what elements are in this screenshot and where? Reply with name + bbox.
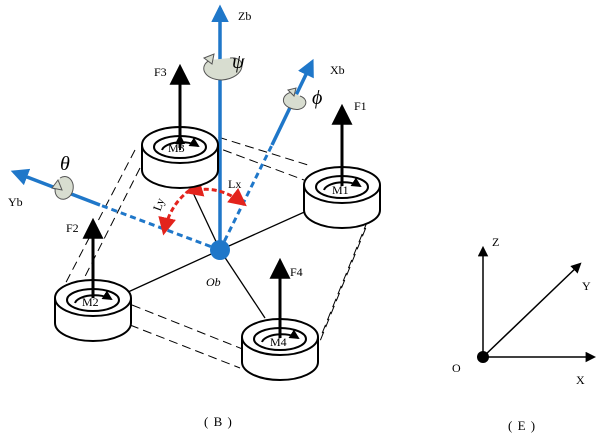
psi-label: ψ: [232, 51, 245, 73]
zb-label: Zb: [238, 9, 251, 23]
theta-rotation-icon: [51, 176, 74, 200]
xb-label: Xb: [330, 63, 345, 77]
y-label: Y: [582, 279, 591, 293]
f4-label: F4: [290, 265, 303, 279]
phi-label: ϕ: [312, 87, 322, 109]
phi-rotation-icon: [283, 87, 307, 110]
x-label: X: [576, 373, 585, 387]
yb-label: Yb: [8, 195, 23, 209]
lx-label: Lx: [228, 177, 241, 191]
hub-origin: [210, 240, 230, 260]
m1-label: M1: [332, 183, 349, 197]
lx-arrow: [184, 179, 247, 207]
ly-label: Ly: [150, 196, 167, 213]
panel-b-caption: ( B ): [204, 414, 233, 429]
origin-label: Ob: [206, 275, 221, 289]
panel-b: Zb Xb Yb Ob ψ ϕ θ Lx Ly F3 F1 F2 F4 M3 M…: [8, 4, 381, 429]
m3-label: M3: [168, 141, 185, 155]
ly-arrow: [158, 188, 191, 236]
o-label: O: [452, 361, 461, 375]
m4-label: M4: [270, 335, 287, 349]
theta-label: θ: [60, 153, 70, 175]
origin-dot: [477, 351, 489, 363]
m2-label: M2: [82, 295, 99, 309]
f2-label: F2: [66, 221, 79, 235]
panel-e: Z Y X O ( E ): [452, 235, 597, 433]
y-axis: [482, 262, 582, 358]
panel-e-caption: ( E ): [508, 418, 536, 433]
psi-rotation-icon: [202, 53, 243, 81]
z-label: Z: [492, 235, 499, 249]
f3-label: F3: [154, 65, 167, 79]
f1-label: F1: [354, 99, 367, 113]
